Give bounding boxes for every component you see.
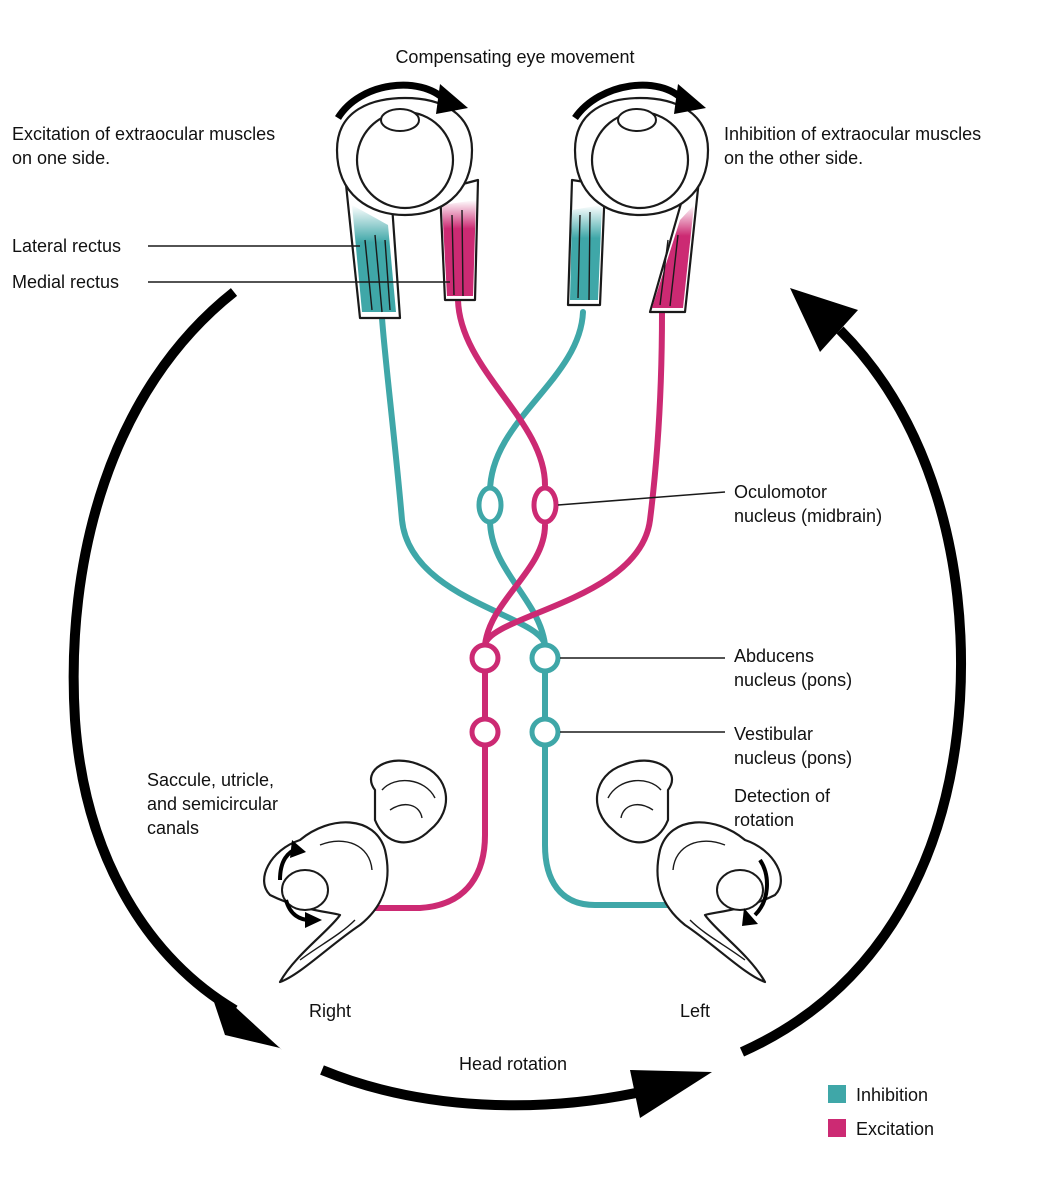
- head-rotation-label: Head rotation: [459, 1054, 567, 1074]
- abducens-label-line1: Abducens: [734, 646, 814, 666]
- abducens-nucleus-excitation: [469, 642, 501, 674]
- right-eye-lateral-rectus: [352, 205, 396, 312]
- left-rotation-arc: [68, 288, 238, 1015]
- right-rotation-arc: [739, 326, 967, 1057]
- inner-ear-icon: [595, 759, 782, 984]
- vestibular-label-line1: Vestibular: [734, 724, 813, 744]
- eye-icon: [335, 96, 480, 320]
- inner-ear-icon: [263, 759, 448, 984]
- vestibular-nucleus-inhibition: [529, 716, 561, 748]
- bottom-arc-arrowhead: [630, 1070, 712, 1118]
- legend-label-excitation: Excitation: [856, 1119, 934, 1139]
- detection-label-line2: rotation: [734, 810, 794, 830]
- left-eye-medial-rectus: [570, 205, 602, 300]
- lateral-rectus-label: Lateral rectus: [12, 236, 121, 256]
- eye-icon: [566, 96, 710, 314]
- vestibular-nucleus-excitation: [469, 716, 501, 748]
- legend-swatch-inhibition: [828, 1085, 846, 1103]
- right-eye-medial-rectus: [442, 200, 476, 296]
- oculomotor-label-line1: Oculomotor: [734, 482, 827, 502]
- right-arc-arrowhead: [790, 288, 858, 352]
- leader-lines: [148, 245, 726, 733]
- saccule-label-line1: Saccule, utricle,: [147, 770, 274, 790]
- head-rotation-arrows: [68, 288, 967, 1118]
- detection-label-line1: Detection of: [734, 786, 831, 806]
- legend: Inhibition Excitation: [828, 1085, 934, 1139]
- nuclei: [469, 485, 561, 748]
- oculomotor-nucleus-inhibition: [476, 485, 504, 525]
- abducens-nucleus-inhibition: [529, 642, 561, 674]
- excitation-path-right-ear: [335, 742, 488, 911]
- diagram-title: Compensating eye movement: [395, 47, 634, 67]
- saccule-label-line2: and semicircular: [147, 794, 278, 814]
- saccule-label-line3: canals: [147, 818, 199, 838]
- inhibition-path-left-ear: [542, 732, 691, 908]
- vestibular-label-line2: nucleus (pons): [734, 748, 852, 768]
- bottom-rotation-arc: [320, 1065, 652, 1111]
- abducens-label-line2: nucleus (pons): [734, 670, 852, 690]
- medial-rectus-label: Medial rectus: [12, 272, 119, 292]
- right-ear-label: Right: [309, 1001, 351, 1021]
- oculomotor-label-line2: nucleus (midbrain): [734, 506, 882, 526]
- legend-swatch-excitation: [828, 1119, 846, 1137]
- legend-label-inhibition: Inhibition: [856, 1085, 928, 1105]
- inhibition-side-label-line1: Inhibition of extraocular muscles: [724, 124, 981, 144]
- excitation-side-label-line2: on one side.: [12, 148, 110, 168]
- oculomotor-nucleus-excitation: [531, 485, 559, 525]
- rotation-arrow-icon: [335, 81, 706, 121]
- excitation-side-label-line1: Excitation of extraocular muscles: [12, 124, 275, 144]
- nerve-pathways: [335, 297, 691, 911]
- inhibition-side-label-line2: on the other side.: [724, 148, 863, 168]
- left-ear-label: Left: [680, 1001, 710, 1021]
